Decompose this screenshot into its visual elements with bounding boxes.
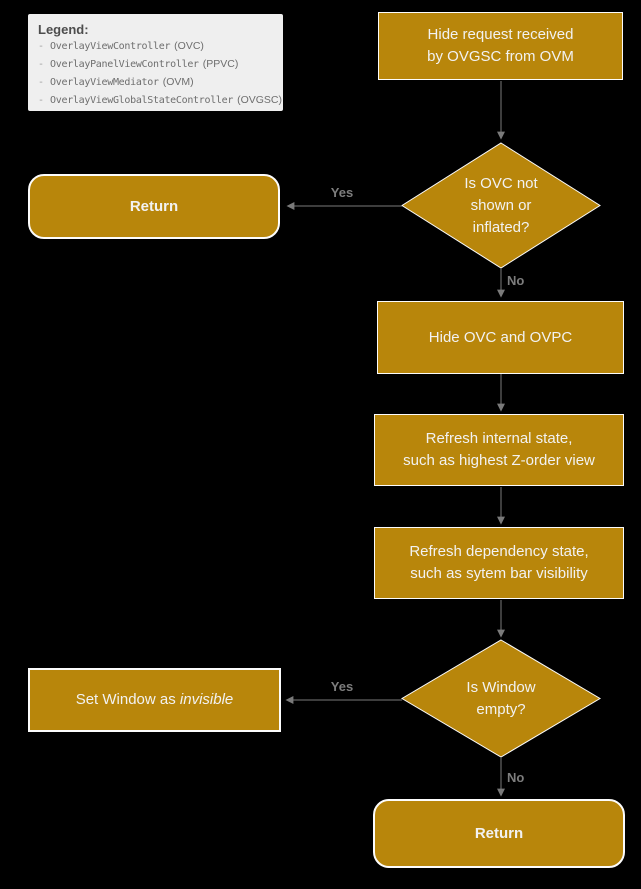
node-return-bottom: Return (373, 799, 625, 868)
node-text-line: inflated? (472, 218, 530, 236)
node-refresh-dependency-state: Refresh dependency state, such as sytem … (374, 527, 624, 599)
legend-bullet: - (38, 77, 45, 88)
node-text-line: Is Window (466, 679, 536, 697)
node-text-line: Refresh dependency state, (409, 543, 589, 561)
legend-item-abbr: (OVM) (162, 76, 194, 88)
decision2-label: Is Window empty? (411, 674, 591, 724)
legend-item-abbr: (OVC) (174, 40, 204, 52)
legend-item-abbr: (PPVC) (202, 58, 239, 70)
node-text-emphasis: invisible (179, 691, 234, 709)
edge-label-no-decision2: No (507, 770, 525, 785)
node-hide-request-received: Hide request received by OVGSC from OVM (378, 12, 623, 80)
legend-item-ovgsc: - OverlayViewGlobalStateController (OVGS… (38, 94, 282, 112)
legend-item-name: OverlayPanelViewController (50, 59, 199, 70)
legend-item-name: OverlayViewMediator (50, 77, 159, 88)
decision1-label: Is OVC not shown or inflated? (411, 168, 591, 244)
legend-item-ppvc: - OverlayPanelViewController (PPVC) (38, 58, 273, 76)
legend-item-ovc: - OverlayViewController (OVC) (38, 40, 273, 58)
legend-item-name: OverlayViewGlobalStateController (50, 95, 234, 106)
node-text-line: Return (474, 824, 524, 842)
node-text-line: by OVGSC from OVM (427, 48, 574, 65)
legend-title: Legend: (38, 22, 89, 37)
node-text-line: such as highest Z-order view (403, 452, 595, 469)
legend-item-ovm: - OverlayViewMediator (OVM) (38, 76, 273, 94)
node-text-line: shown or (470, 197, 532, 215)
node-set-window-invisible: Set Window as invisible (28, 668, 281, 732)
node-text-line: empty? (476, 701, 526, 718)
legend-bullet: - (38, 95, 45, 106)
node-text-prefix: Set Window as (75, 691, 180, 709)
node-return-top: Return (28, 174, 280, 239)
node-text-line: Refresh internal state, (425, 430, 573, 448)
legend-bullet: - (38, 41, 45, 52)
legend-panel: Legend: - OverlayViewController (OVC) - … (28, 14, 283, 111)
node-text-line: Is OVC not (464, 175, 538, 193)
node-text-line: Hide request received (427, 26, 574, 44)
node-text-line: Return (129, 197, 179, 215)
edge-label-no-decision1: No (507, 273, 525, 288)
node-hide-ovc-and-ovpc: Hide OVC and OVPC (377, 301, 624, 374)
node-text-line: Set Window as invisible (76, 689, 234, 711)
edge-label-yes-decision2: Yes (330, 679, 354, 694)
node-text-line: such as sytem bar visibility (410, 565, 588, 582)
node-refresh-internal-state: Refresh internal state, such as highest … (374, 414, 624, 486)
legend-item-name: OverlayViewController (50, 41, 171, 52)
node-text-line: Hide OVC and OVPC (428, 328, 573, 346)
legend-item-abbr: (OVGSC) (237, 94, 283, 106)
edge-label-yes-decision1: Yes (330, 185, 354, 200)
legend-bullet: - (38, 59, 45, 70)
